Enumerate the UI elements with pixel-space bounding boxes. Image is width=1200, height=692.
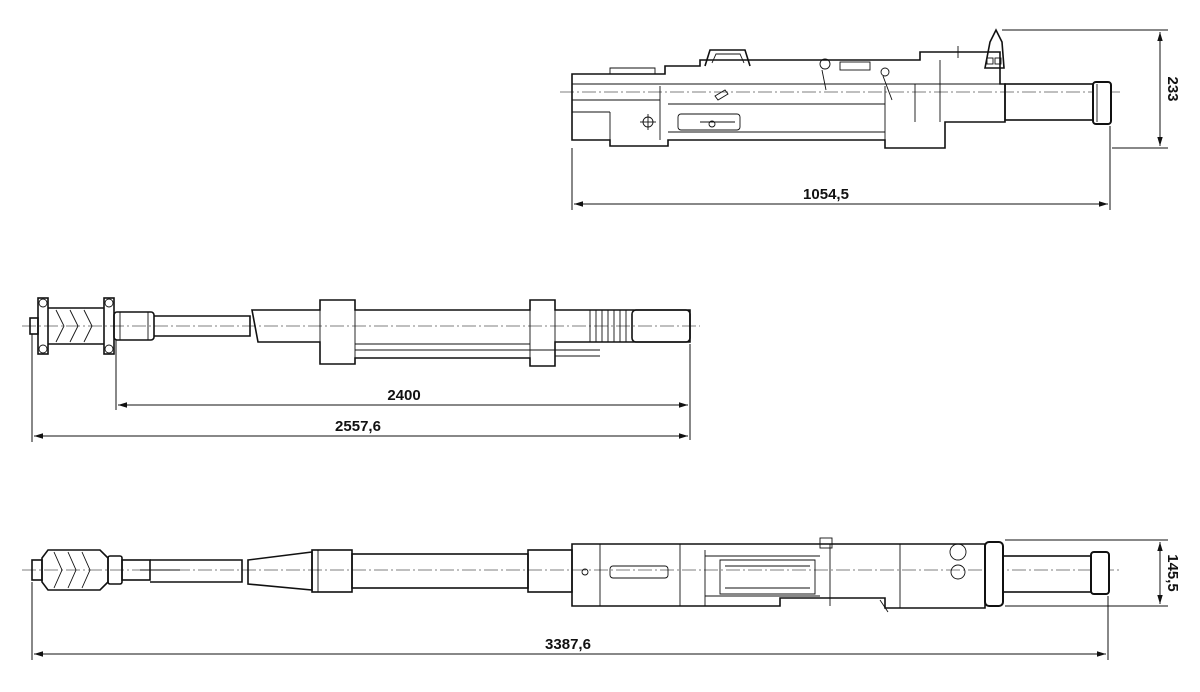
top-height-label: 233 (1164, 76, 1181, 101)
complete-weapon-view (22, 537, 1120, 613)
bottom-length-dimension: 3387,6 (31, 582, 1109, 660)
middle-overall-dimension: 2557,6 (31, 334, 688, 442)
middle-inner-dimension: 2400 (115, 340, 691, 440)
middle-overall-label: 2557,6 (335, 418, 381, 435)
top-length-label: 1054,5 (803, 186, 849, 203)
barrel-assembly-view (22, 297, 700, 367)
bottom-height-label: 145,5 (1164, 554, 1181, 592)
middle-inner-label: 2400 (387, 387, 420, 404)
receiver-side-view (560, 28, 1120, 149)
bottom-length-label: 3387,6 (545, 636, 591, 653)
bottom-height-dimension: 145,5 (1005, 539, 1181, 607)
top-length-dimension: 1054,5 (571, 126, 1111, 210)
top-height-dimension: 233 (1002, 29, 1181, 149)
